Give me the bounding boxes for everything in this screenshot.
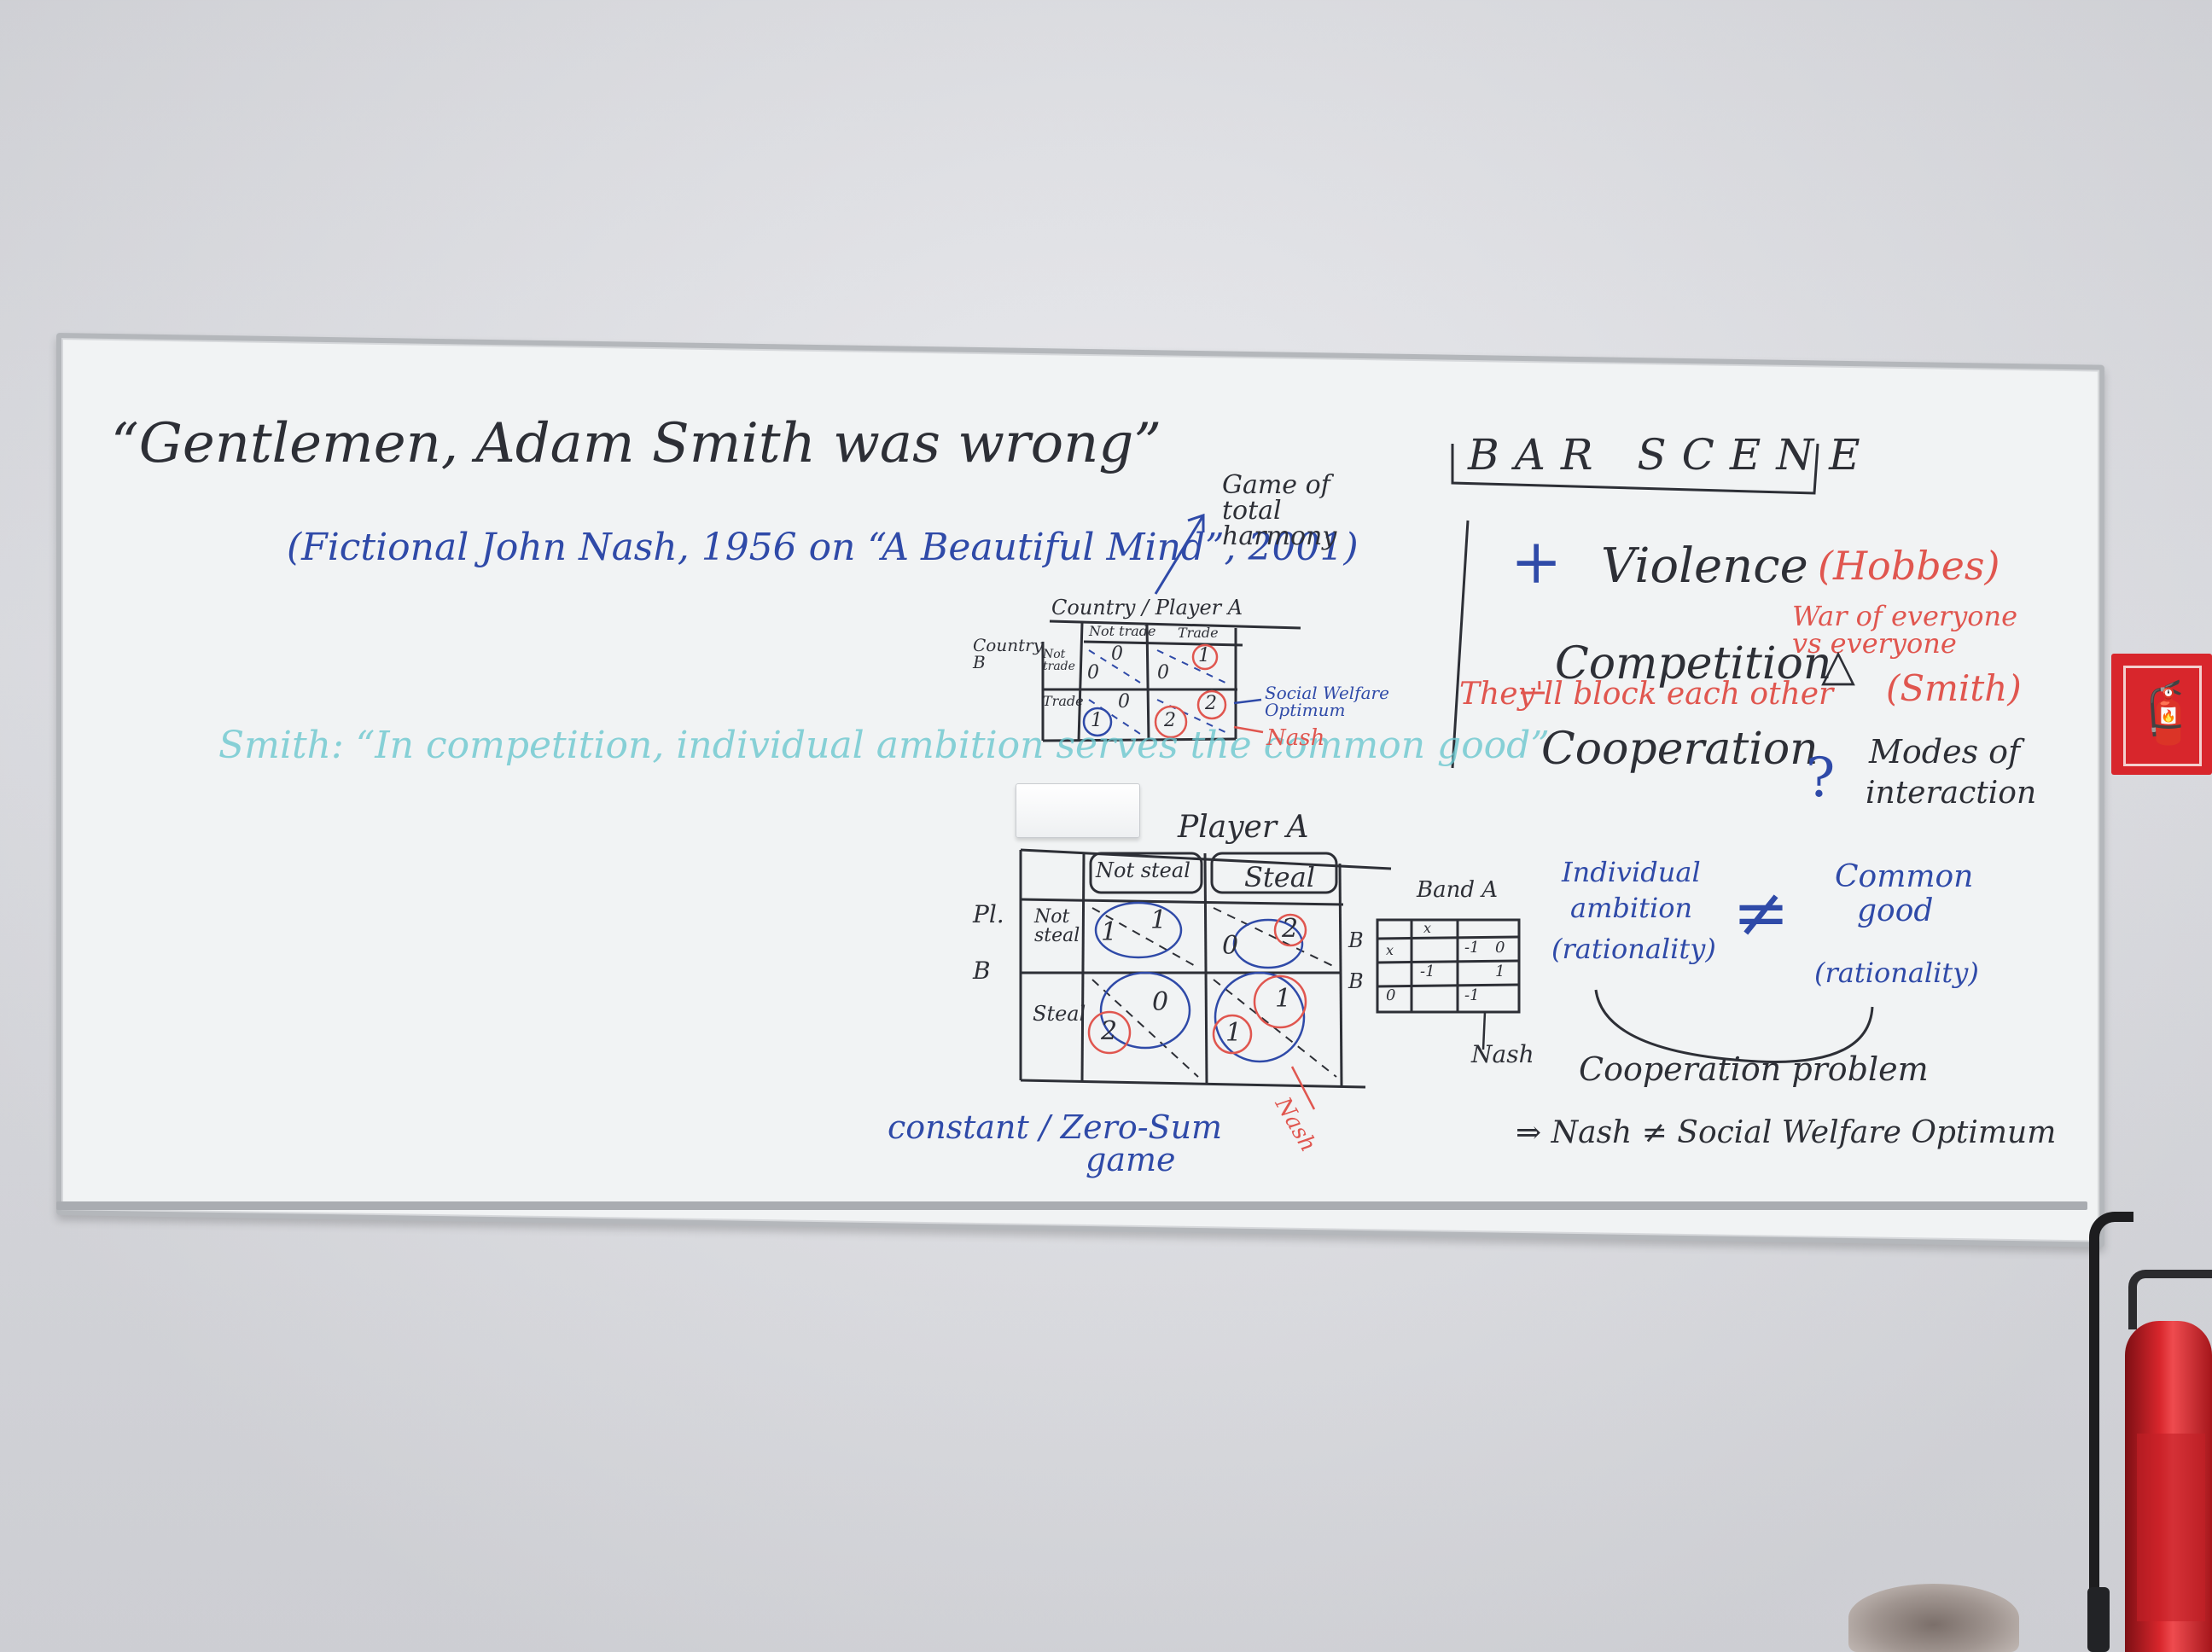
band-nash-arrow — [1481, 1011, 1487, 1050]
marker-tray — [56, 1201, 2087, 1210]
competition-label: Competition — [1555, 638, 1832, 689]
steal-row-player-bottom: B — [973, 957, 991, 985]
band-nash-note: Nash — [1471, 1040, 1534, 1068]
smith-note: (Smith) — [1886, 667, 2022, 709]
band-cell-30: 0 — [1386, 986, 1396, 1004]
steal-row-header-2: Steal — [1033, 1002, 1086, 1026]
band-cell-11: -1 — [1464, 939, 1480, 957]
extinguisher-handle — [2128, 1270, 2212, 1329]
harmony-arrow — [1154, 515, 1205, 595]
band-cell-00: x — [1423, 920, 1432, 936]
band-cell-22: 1 — [1495, 963, 1505, 980]
bar-scene-divider — [1451, 520, 1470, 769]
eraser — [1016, 783, 1140, 838]
steal-game-matrix — [1019, 848, 1392, 1089]
interaction-note: interaction — [1866, 776, 2037, 811]
individual-note: Individual — [1562, 856, 1701, 888]
block-note: They'll block each other — [1459, 677, 1834, 712]
steal-col-header-2: Steal — [1244, 861, 1316, 893]
trade-cell-00b: 0 — [1087, 662, 1099, 683]
band-cell-10: x — [1386, 942, 1394, 958]
steal-game-diagonals — [1091, 907, 1337, 1078]
zero-sum-note: constant / Zero-Sum — [888, 1108, 1223, 1146]
not-equal-symbol: ≠ — [1732, 873, 1790, 952]
steal-cell-00b: 1 — [1150, 905, 1167, 935]
trade-col-player: Country / Player A — [1051, 596, 1243, 620]
cooperation-label: Cooperation — [1541, 724, 1819, 775]
zero-sum-game-note: game — [1086, 1141, 1176, 1178]
bar-scene-title: BAR SCENE — [1468, 430, 1876, 480]
trade-cell-01a: 0 — [1157, 662, 1169, 683]
trade-nash-arrow — [1233, 725, 1264, 734]
modes-note: Modes of — [1869, 733, 2021, 771]
competition-symbol: △ — [1821, 640, 1855, 691]
steal-cell-00a: 1 — [1101, 917, 1118, 947]
band-label: Band A — [1417, 877, 1499, 903]
smith-quote: Smith: “In competition, individual ambit… — [218, 724, 1550, 767]
fire-extinguisher-sign-icon: 🧯 — [2130, 678, 2205, 747]
conclusion-note: ⇒ Nash ≠ Social Welfare Optimum — [1516, 1115, 2057, 1150]
steal-cell-10a: 2 — [1101, 1016, 1118, 1046]
trade-nash-note: Nash — [1266, 725, 1325, 751]
cooperation-problem-note: Cooperation problem — [1579, 1050, 1929, 1088]
steal-col-header-1: Not steal — [1096, 858, 1190, 882]
trade-cell-11a: 2 — [1164, 710, 1176, 731]
band-cell-31: -1 — [1464, 986, 1480, 1004]
band-row-label-bottom: B — [1348, 969, 1364, 993]
hobbes-war-note: War of everyone vs everyone — [1792, 600, 2018, 660]
welfare-arrow — [1233, 698, 1262, 705]
floor-object — [1848, 1584, 2019, 1652]
band-game-matrix — [1376, 918, 1521, 1014]
steal-nash-arrow — [1290, 1066, 1316, 1110]
violence-label: Violence — [1601, 538, 1808, 594]
bar-scene-frame — [1451, 443, 1819, 495]
steal-game-circles — [1087, 901, 1307, 1063]
trade-game-diagonals — [1088, 649, 1230, 735]
rationality-brace — [1594, 989, 1874, 1063]
steal-cell-11b: 1 — [1275, 984, 1292, 1014]
steal-cell-10b: 0 — [1152, 987, 1169, 1017]
steal-cell-01a: 0 — [1222, 931, 1239, 961]
steal-cell-11a: 1 — [1225, 1018, 1243, 1048]
ambition-note: ambition — [1570, 892, 1693, 924]
violence-symbol: + — [1511, 526, 1563, 597]
fire-extinguisher-sign: 🧯 — [2111, 654, 2212, 775]
welfare-note: Social Welfare Optimum — [1265, 683, 1389, 720]
steal-cell-01b: 2 — [1282, 914, 1299, 944]
quote: “Gentlemen, Adam Smith was wrong” — [111, 412, 1162, 475]
steal-row-player-top: Pl. — [973, 900, 1004, 928]
cooperation-symbol: ? — [1806, 747, 1836, 810]
sign-frame — [2123, 666, 2202, 766]
trade-cell-01b: 1 — [1198, 645, 1210, 666]
trade-cell-10a: 1 — [1091, 710, 1103, 731]
trade-cell-10b: 0 — [1118, 691, 1130, 713]
trade-cell-00a: 0 — [1111, 643, 1123, 665]
trade-col-header-1: Not trade — [1089, 623, 1156, 639]
common-note: Common — [1835, 859, 1974, 894]
trade-game-circles — [1082, 643, 1227, 739]
trade-cell-11b: 2 — [1205, 693, 1217, 714]
extinguisher-nozzle — [2087, 1587, 2110, 1652]
trade-row-header-1: Not trade — [1043, 648, 1075, 673]
band-cell-21: -1 — [1420, 963, 1435, 980]
trade-row-player: Country B — [973, 635, 1044, 672]
band-cell-12: 0 — [1495, 939, 1505, 957]
steal-row-header-1: Not steal — [1034, 906, 1080, 946]
right-rationality-note: (rationality) — [1814, 957, 1979, 989]
steal-col-player: Player A — [1178, 810, 1309, 845]
left-rationality-note: (rationality) — [1551, 933, 1716, 965]
harmony-arrow-head — [1187, 513, 1205, 532]
band-row-label-top: B — [1348, 928, 1364, 952]
trade-col-header-2: Trade — [1178, 625, 1219, 641]
hobbes-note: (Hobbes) — [1818, 543, 2000, 589]
good-note: good — [1857, 893, 1934, 928]
attribution: (Fictional John Nash, 1956 on “A Beautif… — [287, 526, 1359, 569]
harmony-note: Game of total harmony — [1222, 470, 1337, 551]
trade-row-header-2: Trade — [1043, 693, 1084, 709]
trade-game-matrix — [1041, 620, 1301, 742]
extinguisher-label — [2137, 1434, 2205, 1621]
